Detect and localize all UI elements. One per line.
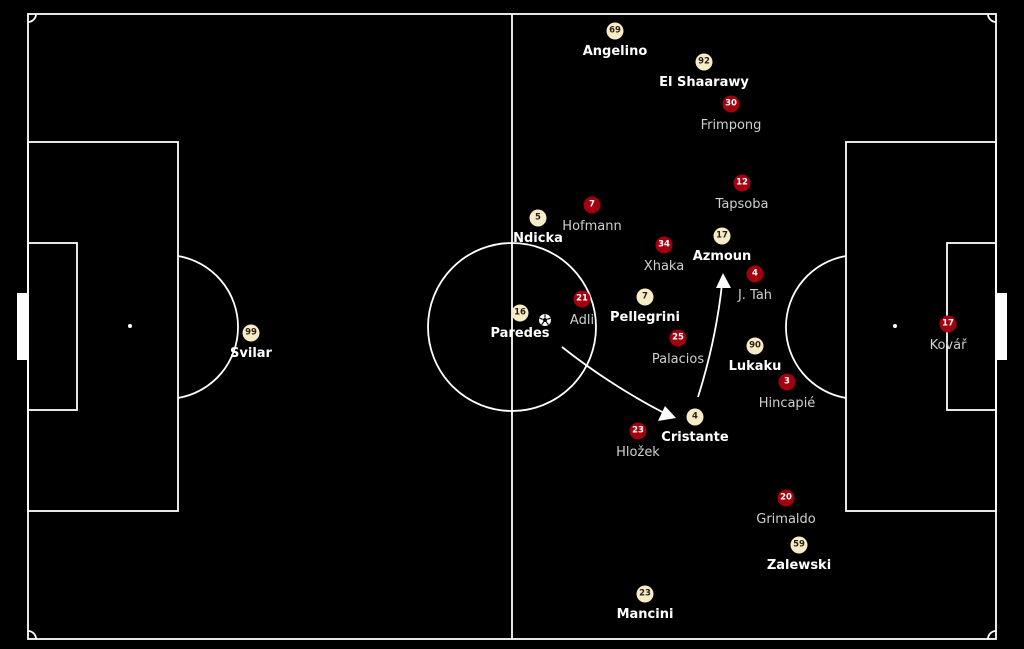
player-number-badge: 69 [606,22,624,40]
corner-arc-top-left [27,13,37,23]
football-icon [539,314,551,326]
player-name: Grimaldo [756,512,816,527]
right-goal [996,293,1007,360]
player-number-badge: 90 [746,337,764,355]
player-number-badge: 23 [636,585,654,603]
player-name: Xhaka [643,259,685,274]
player-number-badge: 23 [629,422,647,440]
right-penalty-arc [785,255,847,399]
left-penalty-spot [128,324,132,328]
pass-arrow-line [561,346,667,415]
player-number-badge: 59 [790,536,808,554]
player-name: Hložek [616,445,660,460]
player-name: Adli [569,313,595,328]
player-name: Kovář [929,338,967,353]
player-name: El Shaarawy [659,75,749,90]
player-name: Mancini [616,607,674,622]
player-number-badge: 21 [573,290,591,308]
player-number-badge: 34 [655,236,673,254]
left-penalty-area [27,141,179,512]
corner-arc-top-right [987,13,997,23]
player-name: Ndicka [513,231,563,246]
player-number-badge: 17 [713,227,731,245]
player-number-badge: 3 [778,373,796,391]
player-name: J. Tah [737,288,773,303]
player-name: Svilar [230,346,272,361]
right-penalty-area [845,141,997,512]
carry-arrow-line [697,283,723,398]
corner-arc-bottom-left [27,630,37,640]
player-name: Hofmann [562,219,622,234]
player-number-badge: 30 [722,95,740,113]
player-name: Azmoun [692,249,752,264]
left-goal-area [27,242,78,411]
player-number-badge: 7 [636,288,654,306]
player-number-badge: 4 [746,265,764,283]
player-number-badge: 16 [511,304,529,322]
right-penalty-spot [893,324,897,328]
player-number-badge: 92 [695,53,713,71]
player-number-badge: 5 [529,209,547,227]
player-name: Palacios [651,352,705,367]
pass-arrow-head [658,406,676,421]
player-name: Frimpong [700,118,762,133]
player-number-badge: 20 [777,489,795,507]
player-name: Zalewski [766,558,832,573]
player-name: Lukaku [728,359,782,374]
player-number-badge: 99 [242,324,260,342]
player-name: Hincapié [758,396,816,411]
player-name: Tapsoba [715,197,769,212]
centre-circle [427,242,597,412]
player-number-badge: 4 [686,408,704,426]
corner-arc-bottom-right [987,630,997,640]
carry-arrow-head [716,273,731,288]
player-number-badge: 7 [583,196,601,214]
player-name: Pellegrini [610,310,680,325]
left-goal [17,293,28,360]
player-number-badge: 12 [733,174,751,192]
player-name: Cristante [661,430,729,445]
player-name: Angelino [582,44,648,59]
left-penalty-arc [177,255,239,399]
player-number-badge: 25 [669,329,687,347]
player-number-badge: 17 [939,315,957,333]
player-name: Paredes [490,326,550,341]
